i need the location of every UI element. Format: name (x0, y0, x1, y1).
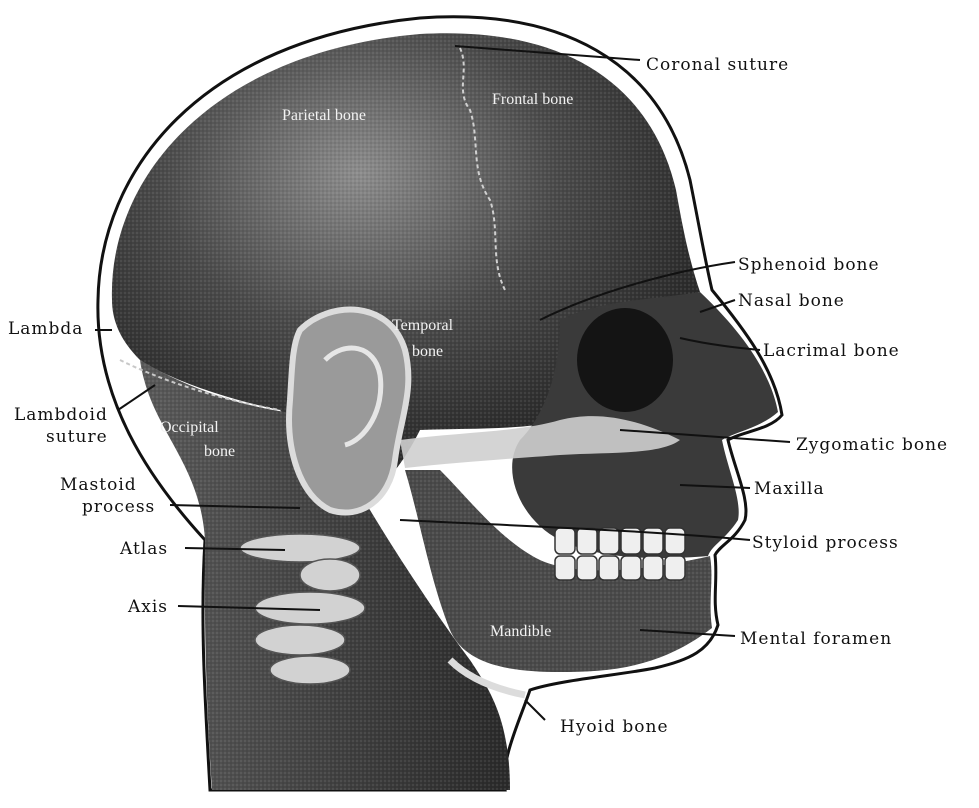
label-mastoid-process-2: process (82, 497, 155, 517)
label-lambdoid-suture-1: Lambdoid (14, 405, 108, 425)
label-axis: Axis (127, 597, 168, 617)
label-atlas: Atlas (119, 539, 168, 559)
label-sphenoid-bone: Sphenoid bone (738, 255, 880, 275)
label-occipital-bone-2: bone (204, 443, 235, 460)
label-zygomatic-bone: Zygomatic bone (796, 435, 948, 455)
label-hyoid-bone: Hyoid bone (560, 717, 669, 737)
label-temporal-bone-2: bone (412, 343, 443, 360)
label-mental-foramen: Mental foramen (740, 629, 892, 649)
label-maxilla: Maxilla (754, 479, 825, 499)
label-lambda: Lambda (8, 319, 83, 339)
label-coronal-suture: Coronal suture (646, 55, 789, 75)
label-occipital-bone-1: Occipital (160, 419, 219, 436)
label-frontal-bone: Frontal bone (492, 91, 573, 108)
label-nasal-bone: Nasal bone (738, 291, 845, 311)
label-styloid-process: Styloid process (752, 533, 899, 553)
label-lambdoid-suture-2: suture (46, 427, 108, 447)
label-temporal-bone-1: Temporal (392, 317, 454, 334)
label-parietal-bone: Parietal bone (282, 107, 366, 124)
label-mastoid-process-1: Mastoid (60, 475, 137, 495)
orbit (577, 308, 673, 412)
label-mandible: Mandible (490, 623, 551, 640)
ear (289, 310, 408, 513)
label-lacrimal-bone: Lacrimal bone (763, 341, 900, 361)
